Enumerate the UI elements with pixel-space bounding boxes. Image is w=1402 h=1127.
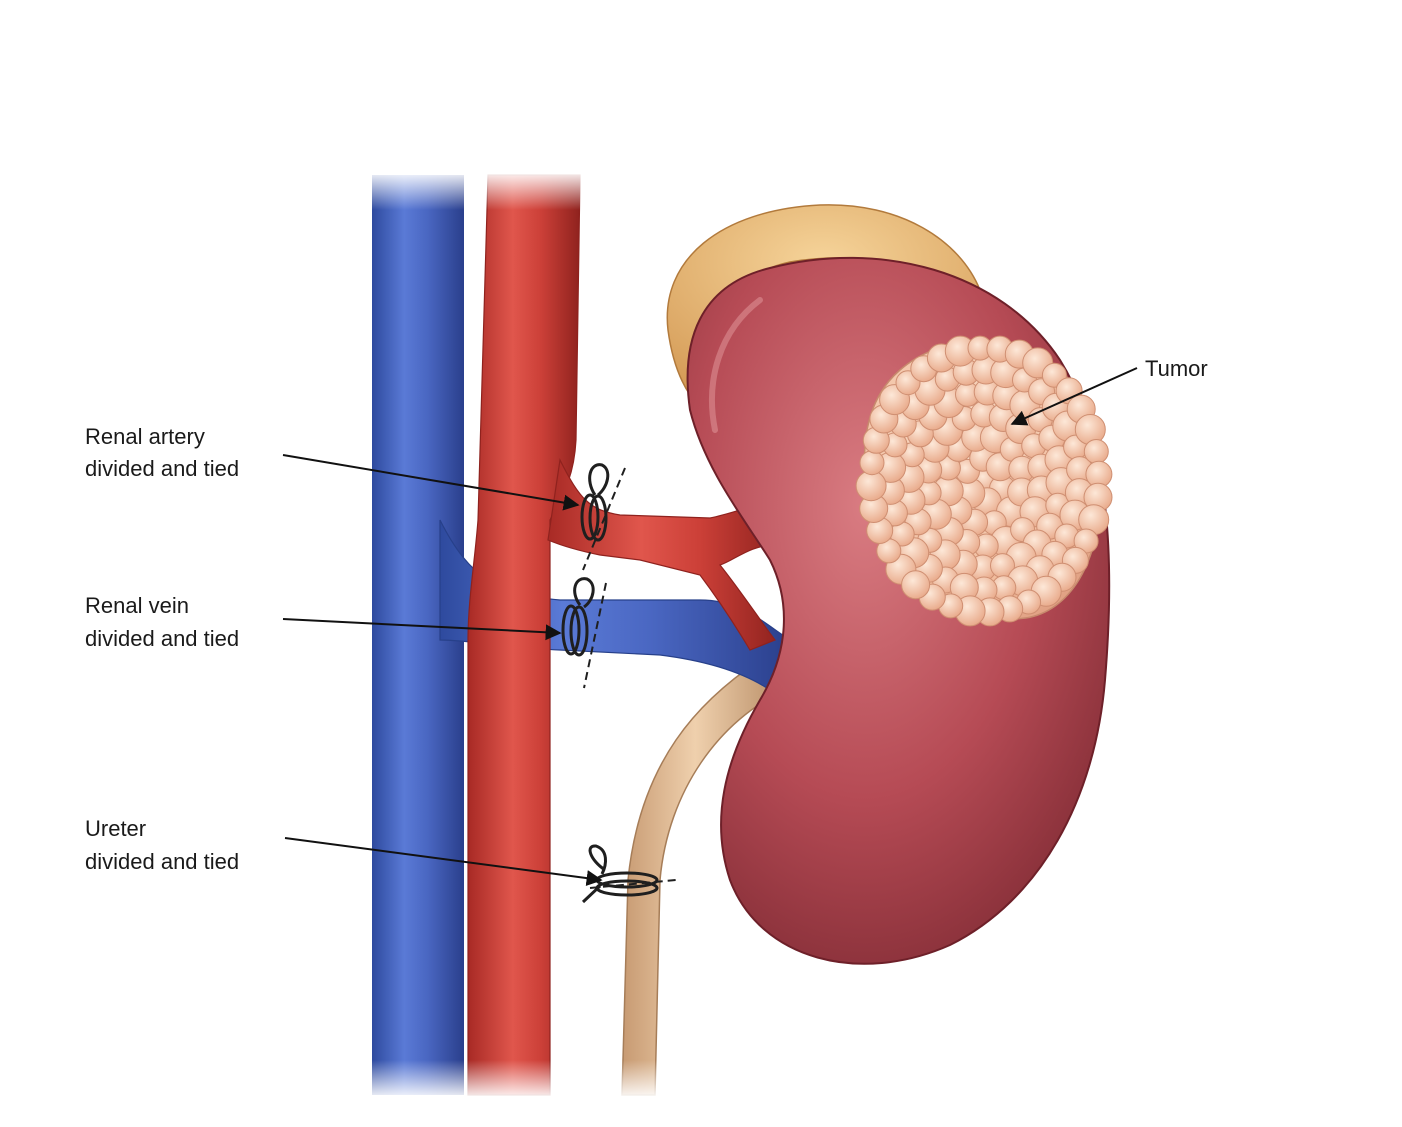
vein-ligature xyxy=(561,577,607,689)
tumor-nodule xyxy=(901,570,931,600)
tumor-mass xyxy=(855,335,1113,627)
ureter-ligature xyxy=(581,844,677,904)
vein-label-line2: divided and tied xyxy=(85,626,239,651)
ureter-label-line1: Ureter xyxy=(85,816,146,841)
artery-ligature xyxy=(580,463,626,571)
tumor-nodule xyxy=(855,470,887,502)
tumor-label: Tumor xyxy=(1145,356,1208,381)
tumor-nodule xyxy=(1083,439,1109,464)
artery-label-line1: Renal artery xyxy=(85,424,205,449)
tumor-nodule xyxy=(859,450,885,476)
artery-label-line2: divided and tied xyxy=(85,456,239,481)
tumor-nodules xyxy=(855,335,1113,627)
renal-artery xyxy=(547,458,781,651)
ureter-label-line2: divided and tied xyxy=(85,849,239,874)
leader-lines xyxy=(282,367,1138,887)
vein-label-line1: Renal vein xyxy=(85,593,189,618)
